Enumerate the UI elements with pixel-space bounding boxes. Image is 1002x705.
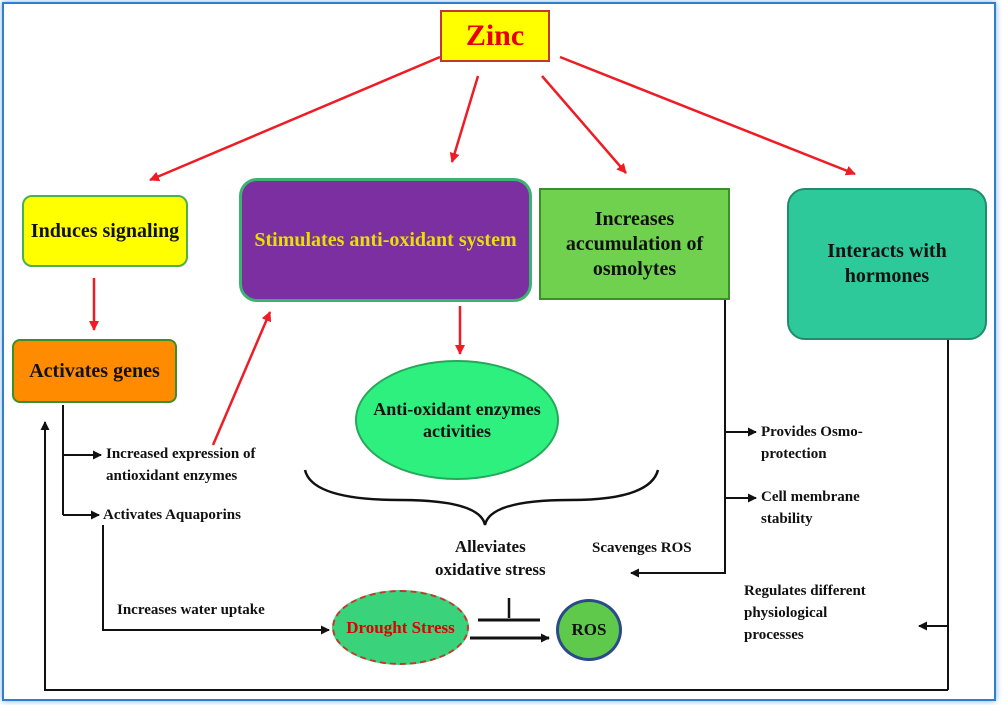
drought-stress-node: Drought Stress	[332, 590, 469, 665]
regulates-processes-label: Regulates different physiological proces…	[744, 583, 866, 643]
scavenges-ros-label: Scavenges ROS	[592, 540, 692, 556]
arrow-zinc-to-hormones	[559, 55, 856, 176]
increases-osmolytes-node: Increases accumulation of osmolytes	[539, 188, 730, 300]
ros-node: ROS	[556, 599, 622, 661]
osmoprotection-label: Provides Osmo- protection	[761, 424, 863, 462]
line-osmolytes-trunk	[630, 300, 726, 578]
arrow-aquaporins-to-drought	[102, 525, 330, 635]
increases-water-uptake-label: Increases water uptake	[117, 602, 265, 618]
arrow-zinc-to-antioxidant	[449, 75, 480, 163]
arrow-expression-to-antioxidant	[211, 311, 272, 446]
brace-alleviates	[303, 469, 660, 526]
antioxidant-enzymes-node: Anti-oxidant enzymes activities	[355, 360, 559, 480]
arrow-zinc-to-signaling	[149, 55, 441, 182]
zinc-node: Zinc	[440, 10, 550, 62]
stimulates-antioxidant-node: Stimulates anti-oxidant system	[239, 178, 532, 302]
induces-signaling-node: Induces signaling	[22, 195, 188, 267]
arrow-zinc-to-osmolytes	[541, 75, 627, 174]
alleviates-oxidative-stress-label: Alleviates oxidative stress	[435, 537, 546, 579]
interacts-hormones-node: Interacts with hormones	[787, 188, 987, 340]
feedback-loop-to-genes	[40, 421, 948, 691]
activates-genes-node: Activates genes	[12, 339, 177, 403]
increased-expression-label: Increased expression of antioxidant enzy…	[106, 446, 256, 484]
membrane-stability-label: Cell membrane stability	[761, 489, 860, 527]
activates-aquaporins-label: Activates Aquaporins	[103, 507, 241, 523]
